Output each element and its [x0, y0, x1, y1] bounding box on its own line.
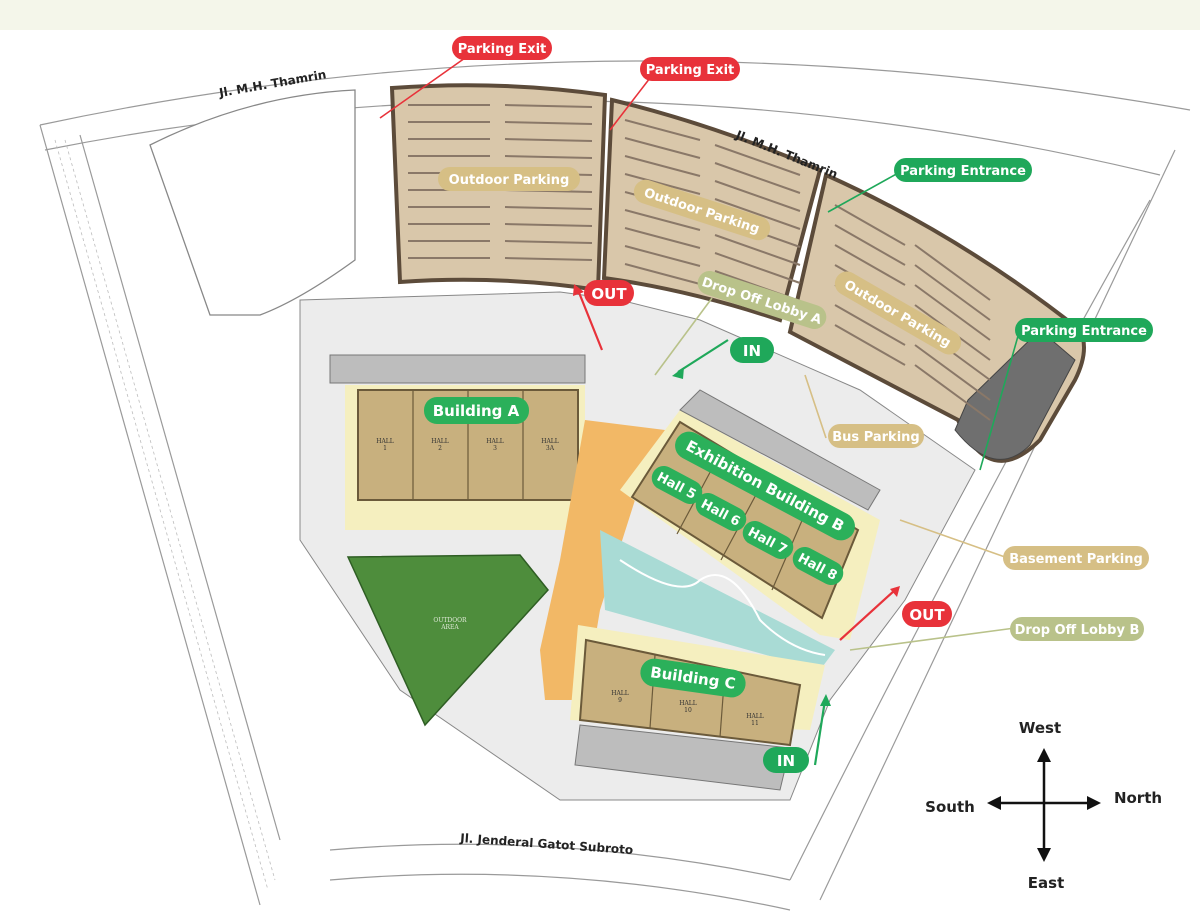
top-band [0, 0, 1200, 30]
parking-stripe [834, 224, 906, 266]
parking-stripe [914, 284, 991, 341]
west-lot [149, 89, 356, 316]
parking-stripe [504, 121, 593, 125]
parking-stripe [714, 252, 801, 284]
building-b-top-strip [679, 389, 881, 511]
parking-stripe [504, 138, 593, 142]
basement-parking-label: Basement Parking [1003, 546, 1149, 570]
building-c-bottom-strip [574, 724, 791, 791]
parking-stripe [624, 209, 701, 231]
building-a-label: Building A [424, 397, 529, 424]
parking-stripe [714, 234, 801, 266]
in-badge-2: IN [763, 747, 809, 773]
svg-text:Building A: Building A [433, 402, 520, 420]
parking-stripe [834, 324, 906, 366]
flow-arrows [573, 284, 900, 766]
parking-stripe [834, 244, 906, 286]
building-a-top-strip [329, 354, 586, 384]
svg-text:Parking Entrance: Parking Entrance [1021, 324, 1147, 339]
parking-stripe [624, 245, 701, 267]
hall-8-label: Hall 8 [792, 546, 844, 586]
compass-arrow-right [1087, 796, 1101, 810]
parking-stripe [624, 227, 701, 249]
parking-stripe [624, 173, 701, 195]
parking-stripe [714, 180, 801, 212]
svg-text:IN: IN [743, 342, 761, 360]
parking-exit-label-1: Parking Exit [452, 36, 552, 60]
outdoor-area [346, 554, 549, 727]
parking-entrance-label-2: Parking Entrance [1015, 318, 1153, 342]
parking-stripe [714, 162, 801, 194]
rail-lines [54, 139, 276, 891]
parking-stripe [914, 364, 991, 421]
parking-stripe [914, 344, 991, 401]
svg-text:Parking Entrance: Parking Entrance [900, 164, 1026, 179]
parking-stripe [504, 257, 593, 261]
parking-stripe [504, 206, 593, 210]
compass-south: South [925, 798, 975, 816]
building-c-label: Building C [640, 658, 746, 698]
parking-stripe [624, 263, 701, 285]
svg-text:OUT: OUT [909, 606, 945, 624]
svg-text:Outdoor Parking: Outdoor Parking [449, 173, 570, 188]
water-path [619, 559, 826, 656]
parking-stripe [624, 119, 701, 141]
parking-exit-label-2: Parking Exit [640, 57, 740, 81]
out-badge-2: OUT [902, 601, 952, 627]
parking-stripe [504, 240, 593, 244]
compass-arrow-left [987, 796, 1001, 810]
drop-off-lobby-b-label: Drop Off Lobby B [1010, 617, 1144, 641]
parking-stripe [914, 264, 991, 321]
parking-stripe [624, 155, 701, 177]
compass-west: West [1019, 719, 1061, 737]
out-badge-1: OUT [584, 280, 634, 306]
parking-stripe [714, 144, 801, 176]
parking-stripe [834, 204, 906, 246]
svg-text:IN: IN [777, 752, 795, 770]
parking-stripe [504, 104, 593, 108]
parking-stripe [504, 155, 593, 159]
parking-entrance-label-1: Parking Entrance [894, 158, 1032, 182]
compass-arrow-down [1037, 848, 1051, 862]
parking-stripe [834, 304, 906, 346]
svg-text:OUT: OUT [591, 285, 627, 303]
bus-parking-label: Bus Parking [828, 424, 924, 448]
compass-north: North [1114, 789, 1162, 807]
svg-text:Basement Parking: Basement Parking [1009, 552, 1143, 567]
compass: West East South North [925, 719, 1162, 892]
parking-stripe [914, 244, 991, 301]
parking-stripe [624, 137, 701, 159]
compass-east: East [1028, 874, 1064, 892]
parking-stripe [504, 223, 593, 227]
svg-text:Parking Exit: Parking Exit [646, 63, 735, 78]
svg-text:Drop Off Lobby B: Drop Off Lobby B [1015, 623, 1140, 638]
svg-text:Parking Exit: Parking Exit [458, 42, 547, 57]
in-badge-1: IN [730, 337, 774, 363]
svg-text:Bus Parking: Bus Parking [832, 430, 919, 445]
parking-stripe [714, 198, 801, 230]
leader-lines [379, 57, 1019, 651]
road-gatot-subroto: Jl. Jenderal Gatot Subroto [459, 831, 634, 857]
outdoor-parking-label-1: Outdoor Parking [438, 167, 580, 191]
compass-arrow-up [1037, 748, 1051, 762]
